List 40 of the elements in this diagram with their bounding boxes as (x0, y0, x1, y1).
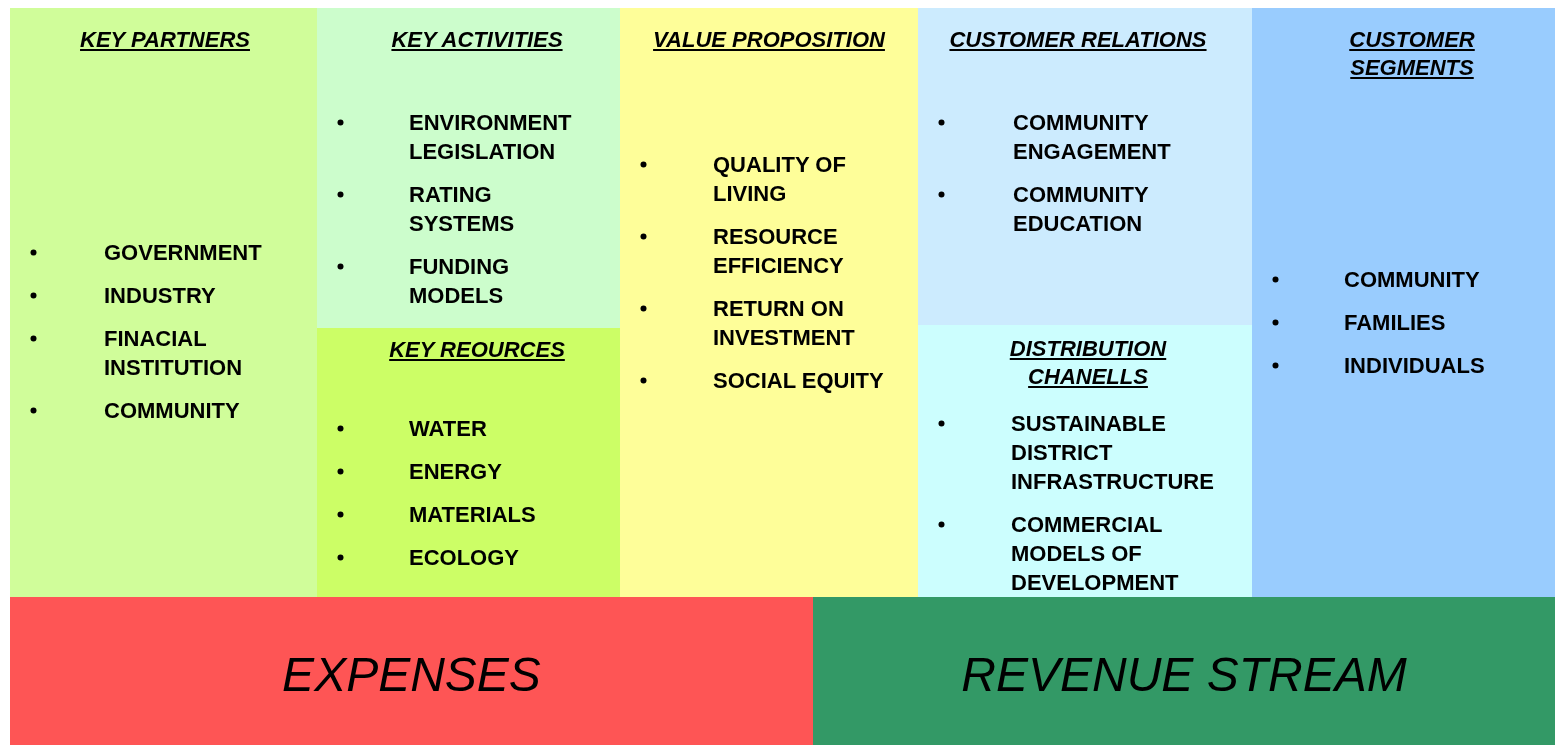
section-heading: DISTRIBUTION CHANELLS (1008, 335, 1168, 391)
bullet-item: ENVIRONMENT LEGISLATION (409, 109, 573, 166)
section-heading: KEY ACTIVITIES (390, 26, 564, 54)
bullet-item: FAMILIES (1344, 309, 1447, 337)
bullet-item: FINACIAL INSTITUTION (104, 325, 244, 382)
section-title: EXPENSES (281, 647, 542, 703)
section-title: REVENUE STREAM (960, 647, 1408, 703)
cost-revenue-panel (813, 597, 1555, 745)
bullet-item: RETURN ON INVESTMENT (713, 295, 856, 352)
canvas-section (10, 8, 317, 597)
canvas-section (918, 8, 1252, 325)
section-heading: KEY PARTNERS (79, 26, 251, 54)
bullet-item: COMMUNITY (1344, 266, 1481, 294)
bullet-item: SUSTAINABLE DISTRICT INFRASTRUCTURE (1011, 410, 1215, 496)
bullet-item: ENERGY (409, 458, 503, 486)
bullet-item: INDUSTRY (104, 282, 217, 310)
bullet-item: ECOLOGY (409, 544, 520, 572)
canvas-section (620, 8, 918, 597)
bullet-item: COMMUNITY (104, 397, 241, 425)
bullet-item: WATER (409, 415, 488, 443)
section-heading: VALUE PROPOSITION (652, 26, 887, 54)
bullet-item: SOCIAL EQUITY (713, 367, 885, 395)
bullet-item: COMMUNITY EDUCATION (1013, 181, 1150, 238)
bullet-item: INDIVIDUALS (1344, 352, 1486, 380)
section-heading: CUSTOMER RELATIONS (948, 26, 1208, 54)
bullet-item: COMMERCIAL MODELS OF DEVELOPMENT (1011, 511, 1180, 597)
bullet-item: RATING SYSTEMS (409, 181, 516, 238)
canvas-section (1252, 8, 1555, 597)
bullet-item: COMMUNITY ENGAGEMENT (1013, 109, 1172, 166)
canvas-section (317, 8, 620, 328)
section-heading: CUSTOMER SEGMENTS (1348, 26, 1476, 82)
section-heading: KEY REOURCES (388, 336, 566, 364)
bullet-item: FUNDING MODELS (409, 253, 511, 310)
cost-revenue-panel (10, 597, 813, 745)
bullet-item: MATERIALS (409, 501, 537, 529)
bullet-item: GOVERNMENT (104, 239, 263, 267)
bullet-item: RESOURCE EFFICIENCY (713, 223, 845, 280)
bullet-item: QUALITY OF LIVING (713, 151, 847, 208)
canvas-section (918, 325, 1252, 597)
canvas-section (317, 328, 620, 597)
